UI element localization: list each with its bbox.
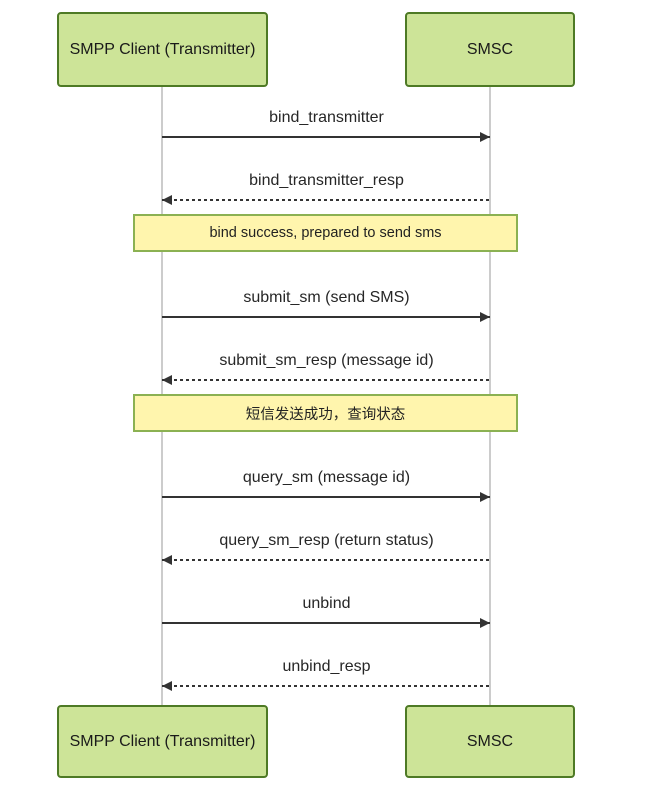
actor-smsc-top-label: SMSC	[466, 40, 514, 58]
message-line-solid	[162, 622, 490, 624]
actor-smsc-top: SMSC	[405, 12, 575, 87]
arrowhead-right-icon	[480, 492, 490, 502]
arrowhead-right-icon	[480, 132, 490, 142]
actor-client-bottom-label: SMPP Client (Transmitter)	[69, 732, 256, 750]
message-line-solid	[162, 136, 490, 138]
arrowhead-left-icon	[162, 195, 172, 205]
message-label: submit_sm (send SMS)	[243, 289, 410, 306]
message-label: query_sm (message id)	[242, 469, 411, 486]
message-line-dashed	[162, 199, 490, 201]
message-line-dashed	[162, 559, 490, 561]
message-line-dashed	[162, 685, 490, 687]
note: bind success, prepared to send sms	[133, 214, 518, 252]
message-label: bind_transmitter_resp	[249, 172, 404, 189]
actor-client-top-label: SMPP Client (Transmitter)	[69, 40, 256, 58]
actor-smsc-bottom-label: SMSC	[466, 732, 514, 750]
message-label: bind_transmitter	[269, 109, 384, 126]
actor-smsc-bottom: SMSC	[405, 705, 575, 778]
actor-client-top: SMPP Client (Transmitter)	[57, 12, 268, 87]
arrowhead-right-icon	[480, 312, 490, 322]
message-line-solid	[162, 496, 490, 498]
message-label: unbind	[302, 595, 351, 612]
message-line-solid	[162, 316, 490, 318]
actor-client-bottom: SMPP Client (Transmitter)	[57, 705, 268, 778]
note: 短信发送成功，查询状态	[133, 394, 518, 432]
arrowhead-right-icon	[480, 618, 490, 628]
message-label: submit_sm_resp (message id)	[219, 352, 434, 369]
arrowhead-left-icon	[162, 555, 172, 565]
arrowhead-left-icon	[162, 681, 172, 691]
message-line-dashed	[162, 379, 490, 381]
arrowhead-left-icon	[162, 375, 172, 385]
message-label: unbind_resp	[282, 658, 371, 675]
message-label: query_sm_resp (return status)	[219, 532, 434, 549]
